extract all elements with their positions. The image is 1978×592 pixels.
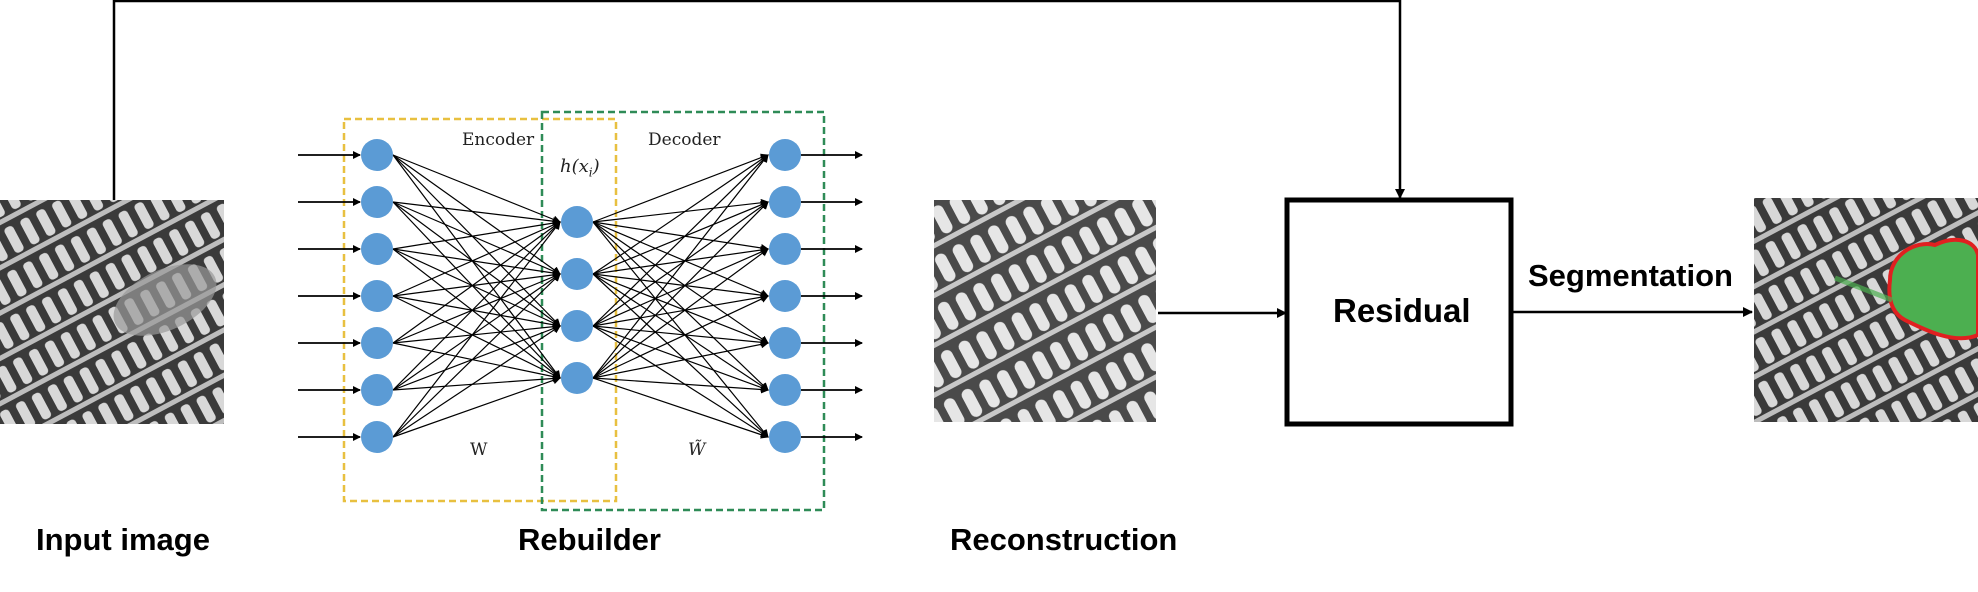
- input-image-caption: Input image: [36, 522, 210, 557]
- decoder-edge-0-6: [592, 221, 769, 438]
- encoder-edge-1-1: [392, 201, 561, 275]
- input-node-5: [361, 374, 393, 406]
- residual-label: Residual: [1333, 292, 1471, 329]
- output-node-0: [769, 139, 801, 171]
- output-node-2: [769, 233, 801, 265]
- hidden-node-1: [561, 258, 593, 290]
- defect-trail: [1834, 275, 1893, 303]
- input-node-3: [361, 280, 393, 312]
- input-node-2: [361, 233, 393, 265]
- encoder-edge-3-2: [392, 295, 561, 329]
- decoder-edge-3-6: [592, 377, 769, 439]
- decoder-edge-3-3: [592, 295, 769, 379]
- encoder-edge-2-0: [392, 219, 561, 250]
- hidden-node-3: [561, 362, 593, 394]
- input-node-6: [361, 421, 393, 453]
- decoder-edge-1-3: [592, 273, 769, 300]
- output-node-1: [769, 186, 801, 218]
- encoder-edge-6-3: [392, 376, 561, 438]
- network-nodes: [361, 139, 801, 453]
- decoder-edge-2-5: [592, 325, 769, 392]
- encoder-edge-6-0: [392, 221, 561, 438]
- encoder-edge-4-2: [392, 322, 561, 344]
- decoder-weight-label: W̃: [688, 440, 706, 460]
- decoder-edge-0-4: [592, 221, 769, 344]
- encoder-edge-1-2: [392, 201, 561, 327]
- skip-connection-arrow: [112, 0, 1405, 200]
- encoder-edge-4-0: [392, 221, 561, 344]
- encoder-edge-0-0: [392, 154, 561, 224]
- encoder-edge-4-1: [392, 272, 561, 344]
- output-node-5: [769, 374, 801, 406]
- encoder-edge-2-3: [392, 248, 561, 379]
- input-node-4: [361, 327, 393, 359]
- encoder-edge-0-1: [392, 154, 561, 275]
- output-node-3: [769, 280, 801, 312]
- rebuilder-caption: Rebuilder: [518, 522, 661, 557]
- decoder-edge-0-0: [592, 153, 769, 223]
- encoder-edge-5-1: [392, 273, 561, 391]
- decoder-edge-0-5: [592, 221, 769, 391]
- encoder-edge-0-2: [392, 154, 561, 327]
- segmentation-label: Segmentation: [1528, 258, 1733, 293]
- segmentation-image: [1754, 198, 1978, 422]
- input-node-1: [361, 186, 393, 218]
- encoder-edge-2-1: [392, 248, 561, 277]
- encoder-edge-6-2: [392, 325, 561, 438]
- decoder-edge-0-2: [592, 221, 769, 252]
- encoder-edge-6-1: [392, 273, 561, 438]
- decoder-edge-2-3: [592, 293, 769, 327]
- decoder-edge-2-2: [592, 248, 769, 327]
- encoder-edge-3-0: [392, 221, 561, 297]
- encoder-edge-3-1: [392, 270, 561, 297]
- encoder-label: Encoder: [462, 130, 535, 150]
- encoder-edge-5-0: [392, 221, 561, 391]
- input-image: [0, 200, 224, 424]
- decoder-edge-3-4: [592, 340, 769, 379]
- decoder-label: Decoder: [648, 130, 721, 150]
- hidden-node-2: [561, 310, 593, 342]
- reconstruction-image: [934, 200, 1156, 422]
- hidden-node-0: [561, 206, 593, 238]
- encoder-edge-1-3: [392, 201, 561, 379]
- decoder-edge-0-1: [592, 198, 769, 223]
- network-edges: [298, 151, 863, 441]
- output-node-6: [769, 421, 801, 453]
- decoder-edge-1-1: [592, 200, 769, 275]
- decoder-edge-1-2: [592, 246, 769, 275]
- decoder-edge-2-6: [592, 325, 769, 438]
- decoder-edge-1-6: [592, 273, 769, 438]
- hidden-layer-label: h(xi): [560, 156, 600, 180]
- decoder-edge-2-0: [592, 154, 769, 327]
- encoder-edge-3-3: [392, 295, 561, 379]
- reconstruction-caption: Reconstruction: [950, 522, 1178, 557]
- encoder-weight-label: W: [470, 440, 488, 460]
- residual-box: [1284, 197, 1514, 427]
- encoder-edge-2-2: [392, 248, 561, 327]
- decoder-edge-3-1: [592, 201, 769, 379]
- encoder-edge-1-0: [392, 201, 561, 226]
- encoder-edge-5-2: [392, 324, 561, 391]
- encoder-edge-4-3: [392, 342, 561, 381]
- decoder-box: [540, 110, 826, 512]
- encoder-edge-5-3: [392, 374, 561, 391]
- decoder-edge-2-4: [592, 325, 769, 347]
- encoder-edge-0-3: [392, 154, 561, 379]
- decoder-edge-1-4: [592, 273, 769, 345]
- decoder-edge-2-1: [592, 201, 769, 327]
- output-node-4: [769, 327, 801, 359]
- defect-region: [1887, 237, 1978, 341]
- decoder-edge-1-5: [592, 273, 769, 391]
- input-node-0: [361, 139, 393, 171]
- decoder-edge-0-3: [592, 221, 769, 297]
- decoder-edge-3-5: [592, 377, 769, 394]
- decoder-edge-3-2: [592, 248, 769, 379]
- decoder-edge-3-0: [592, 154, 769, 379]
- decoder-edge-1-0: [592, 154, 769, 275]
